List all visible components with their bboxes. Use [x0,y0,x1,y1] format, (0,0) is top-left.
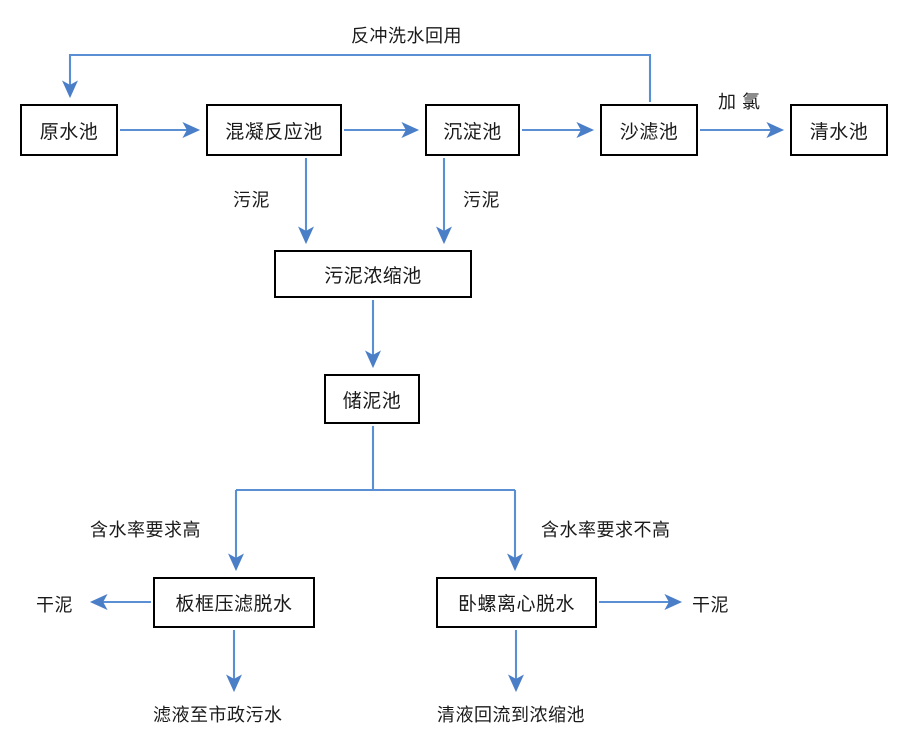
node-sedimentation-tank[interactable]: 沉淀池 [425,104,520,156]
node-clear-water-tank[interactable]: 清水池 [790,104,888,156]
label-supernatant-return-to-thickener: 清液回流到浓缩池 [437,705,585,725]
wire-backwash-recycle [62,53,652,102]
label-sludge-from-coagulation: 污泥 [233,190,270,210]
label-dry-sludge-left: 干泥 [36,595,73,615]
node-coagulation-tank[interactable]: 混凝反应池 [206,104,342,156]
node-decanter-centrifuge[interactable]: 卧螺离心脱水 [436,577,597,628]
label-dry-sludge-right: 干泥 [692,595,729,615]
node-sand-filter-tank[interactable]: 沙滤池 [600,104,698,156]
node-raw-water-tank[interactable]: 原水池 [20,104,118,156]
label-chlorination: 加 氯 [718,92,761,112]
label-high-moisture-requirement: 含水率要求高 [90,520,201,540]
label-filtrate-to-municipal-sewage: 滤液至市政污水 [153,705,283,725]
label-sludge-from-sedimentation: 污泥 [463,190,500,210]
label-backwash-reuse: 反冲洗水回用 [351,26,462,46]
label-low-moisture-requirement: 含水率要求不高 [541,520,671,540]
node-sludge-storage-tank[interactable]: 储泥池 [324,374,420,424]
node-plate-frame-press[interactable]: 板框压滤脱水 [153,577,315,628]
wire-storage-split [236,426,515,492]
node-sludge-thickener[interactable]: 污泥浓缩池 [274,250,472,298]
